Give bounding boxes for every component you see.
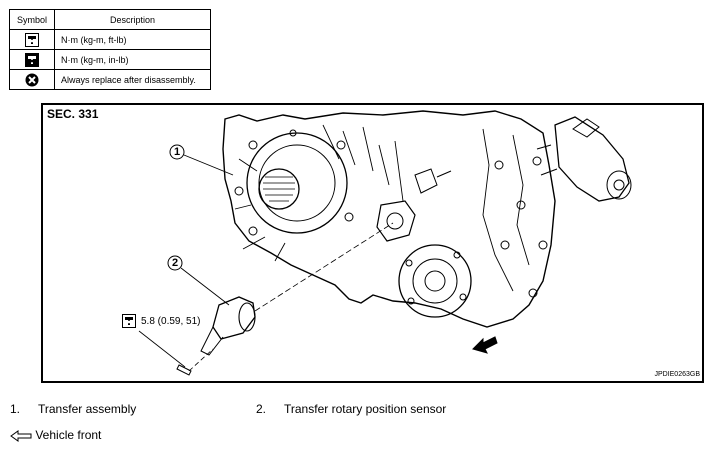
output-flange-inner	[412, 258, 458, 304]
legend-row-text: N·m (kg-m, in-lb)	[54, 49, 211, 70]
part-name: Transfer rotary position sensor	[284, 402, 447, 416]
vehicle-front-arrow-icon	[10, 429, 32, 442]
rotary-position-sensor	[212, 296, 256, 340]
legend-row-text: Always replace after disassembly.	[54, 69, 211, 90]
section-label: SEC. 331	[47, 107, 99, 121]
symbol-legend-table: Symbol Description N·m (kg-m, ft-lb) N·m…	[9, 9, 211, 90]
vehicle-front-text: Vehicle front	[35, 428, 102, 442]
vehicle-front-arrow-icon	[472, 336, 498, 354]
output-flange-outer	[398, 244, 472, 318]
torque-spec: 5.8 (0.59, 51)	[141, 316, 201, 327]
legend-header-symbol: Symbol	[9, 9, 55, 30]
diagram-frame	[41, 103, 704, 383]
part-name: Transfer assembly	[38, 402, 137, 416]
transfer-control-actuator	[554, 116, 630, 202]
legend-row-text: N·m (kg-m, ft-lb)	[54, 29, 211, 50]
torque-nm-ftlb-icon	[25, 32, 39, 47]
legend-header-description: Description	[54, 9, 211, 30]
input-shaft-splines	[258, 168, 300, 210]
torque-nm-ftlb-icon	[122, 314, 136, 328]
torque-nm-inlb-icon	[25, 52, 39, 67]
callout-1-label: 1	[174, 146, 181, 158]
callout-1-circle	[169, 144, 185, 160]
input-flange-outer	[246, 132, 348, 234]
legend-row: N·m (kg-m, ft-lb)	[9, 29, 211, 50]
vehicle-front-note: Vehicle front	[10, 428, 101, 442]
legend-row: Always replace after disassembly.	[9, 69, 211, 90]
legend-row: N·m (kg-m, in-lb)	[9, 49, 211, 70]
callout-2-circle	[167, 255, 183, 271]
legend-header-row: Symbol Description	[9, 9, 211, 30]
part-number: 1.	[10, 402, 21, 416]
transfer-case-housing	[222, 110, 556, 328]
mounting-bolt	[176, 364, 192, 376]
figure-id: JPDIE0263GB	[654, 371, 700, 378]
callout-2-label: 2	[172, 257, 179, 269]
part-number: 2.	[256, 402, 267, 416]
sensor-mounting-boss	[376, 200, 416, 242]
transfer-assembly-illustration	[138, 110, 632, 376]
input-flange-middle	[258, 144, 336, 222]
always-replace-icon	[25, 73, 39, 86]
